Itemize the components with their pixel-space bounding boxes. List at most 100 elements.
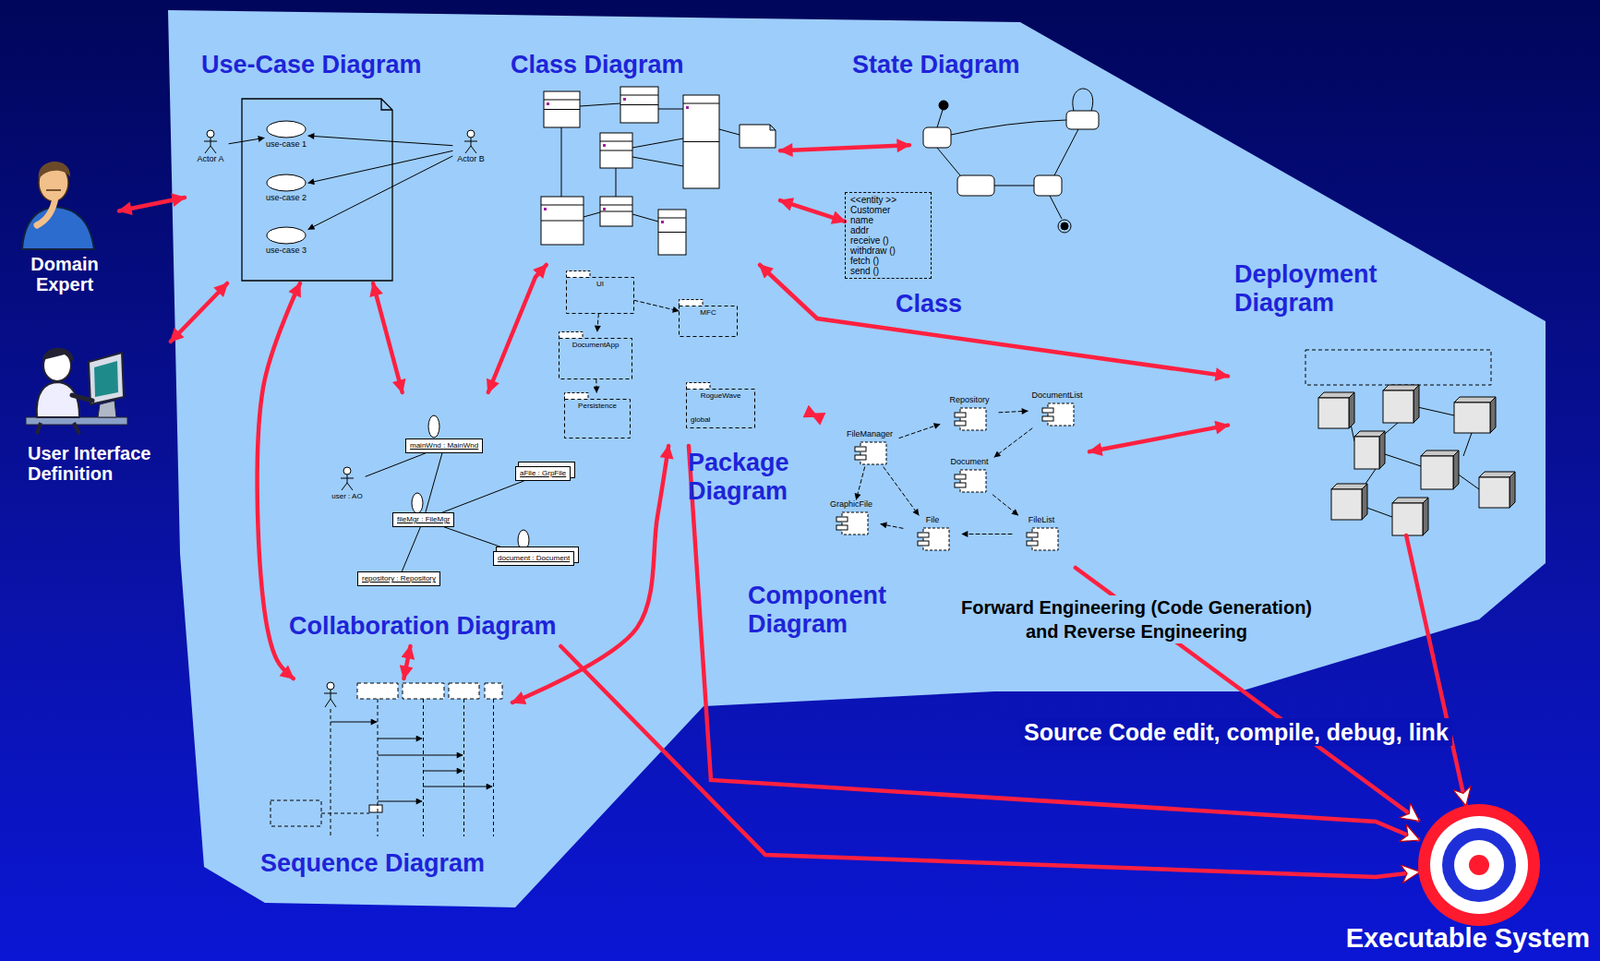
trace-arrow <box>372 283 403 393</box>
class-diagram-sketch <box>623 97 626 101</box>
component-name: File <box>926 515 940 526</box>
component: Document <box>939 457 999 495</box>
trace-arrow <box>1089 425 1228 453</box>
target-caption: Executable System <box>1346 923 1590 954</box>
deployment-diagram-sketch <box>1454 402 1491 434</box>
deployment-diagram-sketch <box>1318 392 1355 429</box>
component: Repository <box>939 395 999 434</box>
class-box: <<entity >>Customernameaddrreceive ()wit… <box>844 192 932 279</box>
component-icon <box>1038 400 1076 429</box>
sequence-diagram-sketch <box>330 721 377 723</box>
uml-link <box>308 135 453 146</box>
deployment-diagram-sketch <box>1331 483 1368 520</box>
uml-link <box>883 467 919 516</box>
component: DocumentList <box>1027 390 1087 429</box>
sequence-diagram-sketch <box>493 698 494 837</box>
component-name: Document <box>950 457 988 468</box>
diagram-heading: Collaboration Diagram <box>288 612 557 641</box>
deployment-diagram-sketch <box>1479 477 1510 508</box>
object-box: document : Document <box>493 551 575 566</box>
class-diagram-sketch <box>739 124 776 148</box>
object-box: aFile : GrpFile <box>515 466 571 482</box>
diagram-heading: Sequence Diagram <box>260 849 485 879</box>
diagram-heading: Deployment Diagram <box>1234 260 1410 318</box>
class-diagram-sketch <box>600 204 633 212</box>
package-diagram: Package DiagramUIMFCDocumentAppPersisten… <box>553 265 812 446</box>
object-name: aFile : GrpFile <box>519 469 566 479</box>
class-member: <<entity >> <box>850 194 927 205</box>
collaboration-control-icons <box>517 529 530 551</box>
object-name: mainWnd : MainWnd <box>409 441 479 451</box>
state-diagram-sketch <box>937 147 961 176</box>
trace-arrow <box>1406 535 1466 805</box>
class-diagram-sketch <box>561 127 563 197</box>
sequence-diagram-sketch <box>377 738 422 740</box>
bullseye <box>1418 804 1540 927</box>
object-box: fileMgr : FileMgr <box>392 512 455 528</box>
trace-arrow <box>811 413 818 417</box>
package: DocumentApp <box>558 331 633 380</box>
use-case-ellipse <box>264 225 308 246</box>
actor: Actor B <box>452 129 490 165</box>
use-case-name: use-case 1 <box>264 139 309 150</box>
trace-arrow <box>560 646 1419 878</box>
deployment-diagram-sketch <box>1379 431 1385 470</box>
state-diagram-sketch <box>994 185 1035 187</box>
user-at-computer-icon <box>72 395 93 401</box>
deployment-diagram: Deployment Diagram <box>1227 258 1524 536</box>
trace-arrow <box>488 264 547 393</box>
state-diagram-sketch <box>957 175 995 196</box>
sequence-diagram-sketch <box>377 801 422 803</box>
sequence-diagram-sketch <box>448 683 480 699</box>
deployment-diagram-sketch <box>1420 450 1459 490</box>
deployment-diagram-sketch <box>1383 384 1420 391</box>
class-diagram-sketch <box>620 95 659 106</box>
object-name: document : Document <box>497 553 570 564</box>
deployment-diagram-sketch <box>1454 396 1496 434</box>
state-diagram-sketch <box>950 120 1067 135</box>
sequence-diagram-sketch <box>321 813 370 815</box>
use-case-name: use-case 2 <box>264 192 309 204</box>
deployment-diagram-sketch <box>1463 433 1472 457</box>
collaboration-control-icons <box>428 415 440 438</box>
deployment-diagram-sketch <box>1361 483 1368 520</box>
class-member: withdraw () <box>850 245 927 256</box>
trace-arrow <box>759 264 1228 377</box>
class-diagram-sketch <box>600 132 633 169</box>
class-diagram-sketch <box>546 102 550 106</box>
trace-arrow <box>688 445 1419 840</box>
deployment-diagram-sketch <box>1509 471 1516 508</box>
use-case: use-case 1 <box>264 119 309 150</box>
use-case-name: use-case 3 <box>264 245 309 256</box>
target-ring <box>1454 840 1504 891</box>
component-name: FileManager <box>846 429 893 440</box>
component: GraphicFile <box>821 499 881 538</box>
deployment-diagram-sketch <box>1454 396 1496 403</box>
diagram-heading: Class Diagram <box>510 50 685 80</box>
component-icon <box>832 509 870 538</box>
class-diagram-sketch <box>658 217 686 233</box>
user-at-computer-icon <box>88 352 124 405</box>
class-member: send () <box>850 265 927 277</box>
uml-link <box>880 524 903 530</box>
modeling-region <box>168 10 1546 908</box>
deployment-diagram-sketch <box>1305 349 1492 385</box>
component-name: Repository <box>949 395 989 406</box>
diagram-heading: Use-Case Diagram <box>201 50 422 80</box>
target-ring <box>1418 804 1540 927</box>
user-at-computer-icon <box>25 348 128 434</box>
collaboration-diagram: Collaboration DiagrammainWnd : MainWndus… <box>281 392 591 647</box>
stick-figure <box>461 129 481 155</box>
package: UI <box>565 270 635 314</box>
state-diagram-sketch <box>937 109 943 128</box>
deployment-diagram-sketch <box>1392 503 1423 536</box>
diagram-heading: State Diagram <box>852 50 1021 80</box>
deployment-diagram-sketch <box>1479 471 1516 478</box>
class-diagram-sketch <box>583 212 601 217</box>
user-at-computer-icon <box>97 400 117 418</box>
sequence-diagram-sketch <box>402 683 445 699</box>
deployment-diagram-sketch <box>1354 431 1385 470</box>
uml-link <box>595 379 597 393</box>
